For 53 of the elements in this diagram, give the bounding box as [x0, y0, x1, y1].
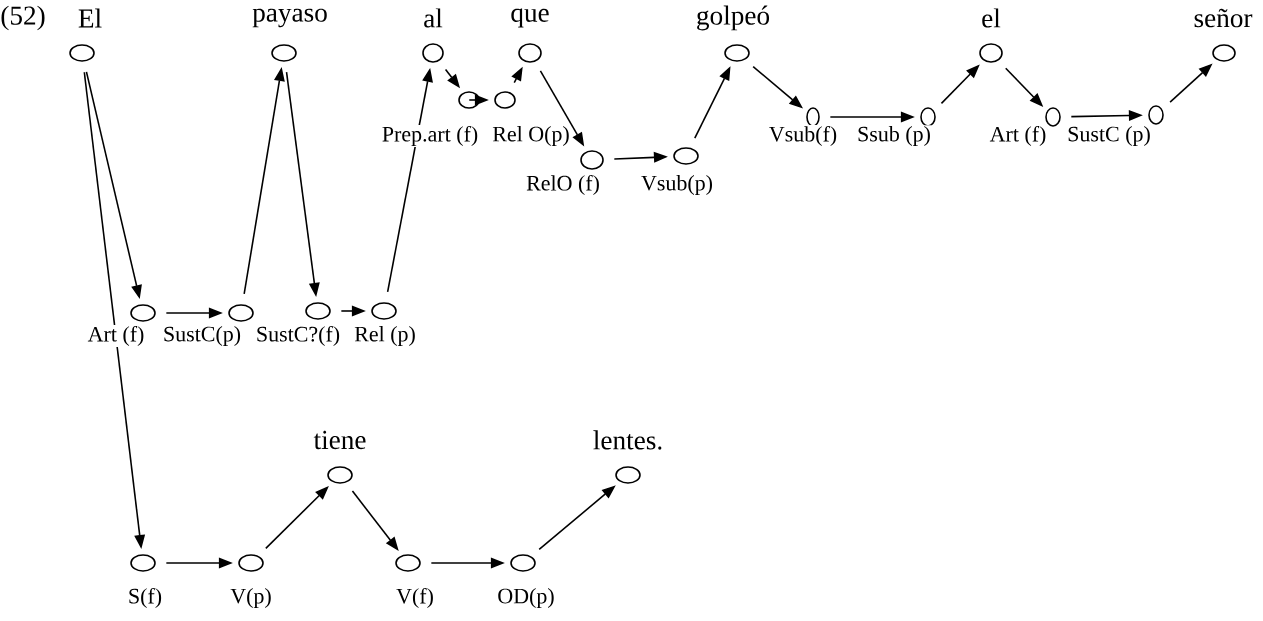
node-ellipse	[458, 91, 480, 109]
category-label: V(f)	[395, 587, 435, 609]
node-ellipse	[130, 304, 156, 322]
example-number: (52)	[1, 5, 45, 31]
node-ellipse	[1148, 105, 1164, 125]
category-label: RelO (f)	[525, 174, 601, 196]
node-ellipse	[1045, 107, 1061, 127]
category-label: Art (f)	[86, 325, 146, 347]
word: El	[78, 8, 102, 28]
category-label: Vsub(p)	[640, 174, 714, 196]
category-label: Rel O(p)	[491, 125, 571, 147]
category-label: OD(p)	[496, 587, 556, 609]
word: lentes.	[593, 430, 662, 450]
node-ellipse	[673, 147, 699, 165]
node-ellipse	[806, 107, 820, 127]
node-ellipse	[494, 91, 516, 109]
word: tiene	[313, 430, 366, 450]
node-ellipse	[271, 44, 297, 62]
category-label: V(p)	[229, 587, 273, 609]
category-label: Vsub(f)	[767, 125, 839, 147]
word: al	[424, 8, 443, 28]
node-ellipse	[395, 554, 421, 572]
node-ellipse	[510, 554, 536, 572]
node-ellipse	[305, 302, 331, 320]
node-ellipse	[130, 554, 156, 572]
word: el	[982, 8, 1001, 28]
node-ellipse	[228, 304, 254, 322]
node-ellipse	[422, 43, 444, 63]
word: payaso	[252, 8, 327, 28]
word: señor	[1194, 8, 1253, 28]
category-label: SustC(p)	[162, 325, 242, 347]
word: golpeó	[697, 5, 770, 31]
node-ellipse	[979, 43, 1003, 63]
node-ellipse	[518, 43, 542, 63]
node-ellipse	[920, 107, 936, 127]
node-ellipse	[327, 466, 353, 484]
node-ellipse	[238, 554, 264, 572]
category-label: Prep.art (f)	[380, 125, 480, 147]
category-label: Rel (p)	[353, 325, 417, 347]
category-label: SustC?(f)	[255, 325, 341, 347]
category-label: Art (f)	[988, 125, 1048, 147]
node-ellipse	[580, 150, 604, 170]
arrow	[351, 490, 399, 551]
node-ellipse	[615, 466, 641, 484]
node-ellipse	[69, 44, 95, 62]
node-ellipse	[371, 302, 397, 320]
category-label: SustC (p)	[1066, 125, 1152, 147]
arrow	[265, 486, 329, 550]
node-ellipse	[1212, 44, 1236, 62]
node-ellipse	[724, 44, 750, 62]
category-label: S(f)	[127, 587, 163, 609]
word: que	[511, 8, 549, 28]
category-label: Ssub (p)	[856, 125, 932, 147]
